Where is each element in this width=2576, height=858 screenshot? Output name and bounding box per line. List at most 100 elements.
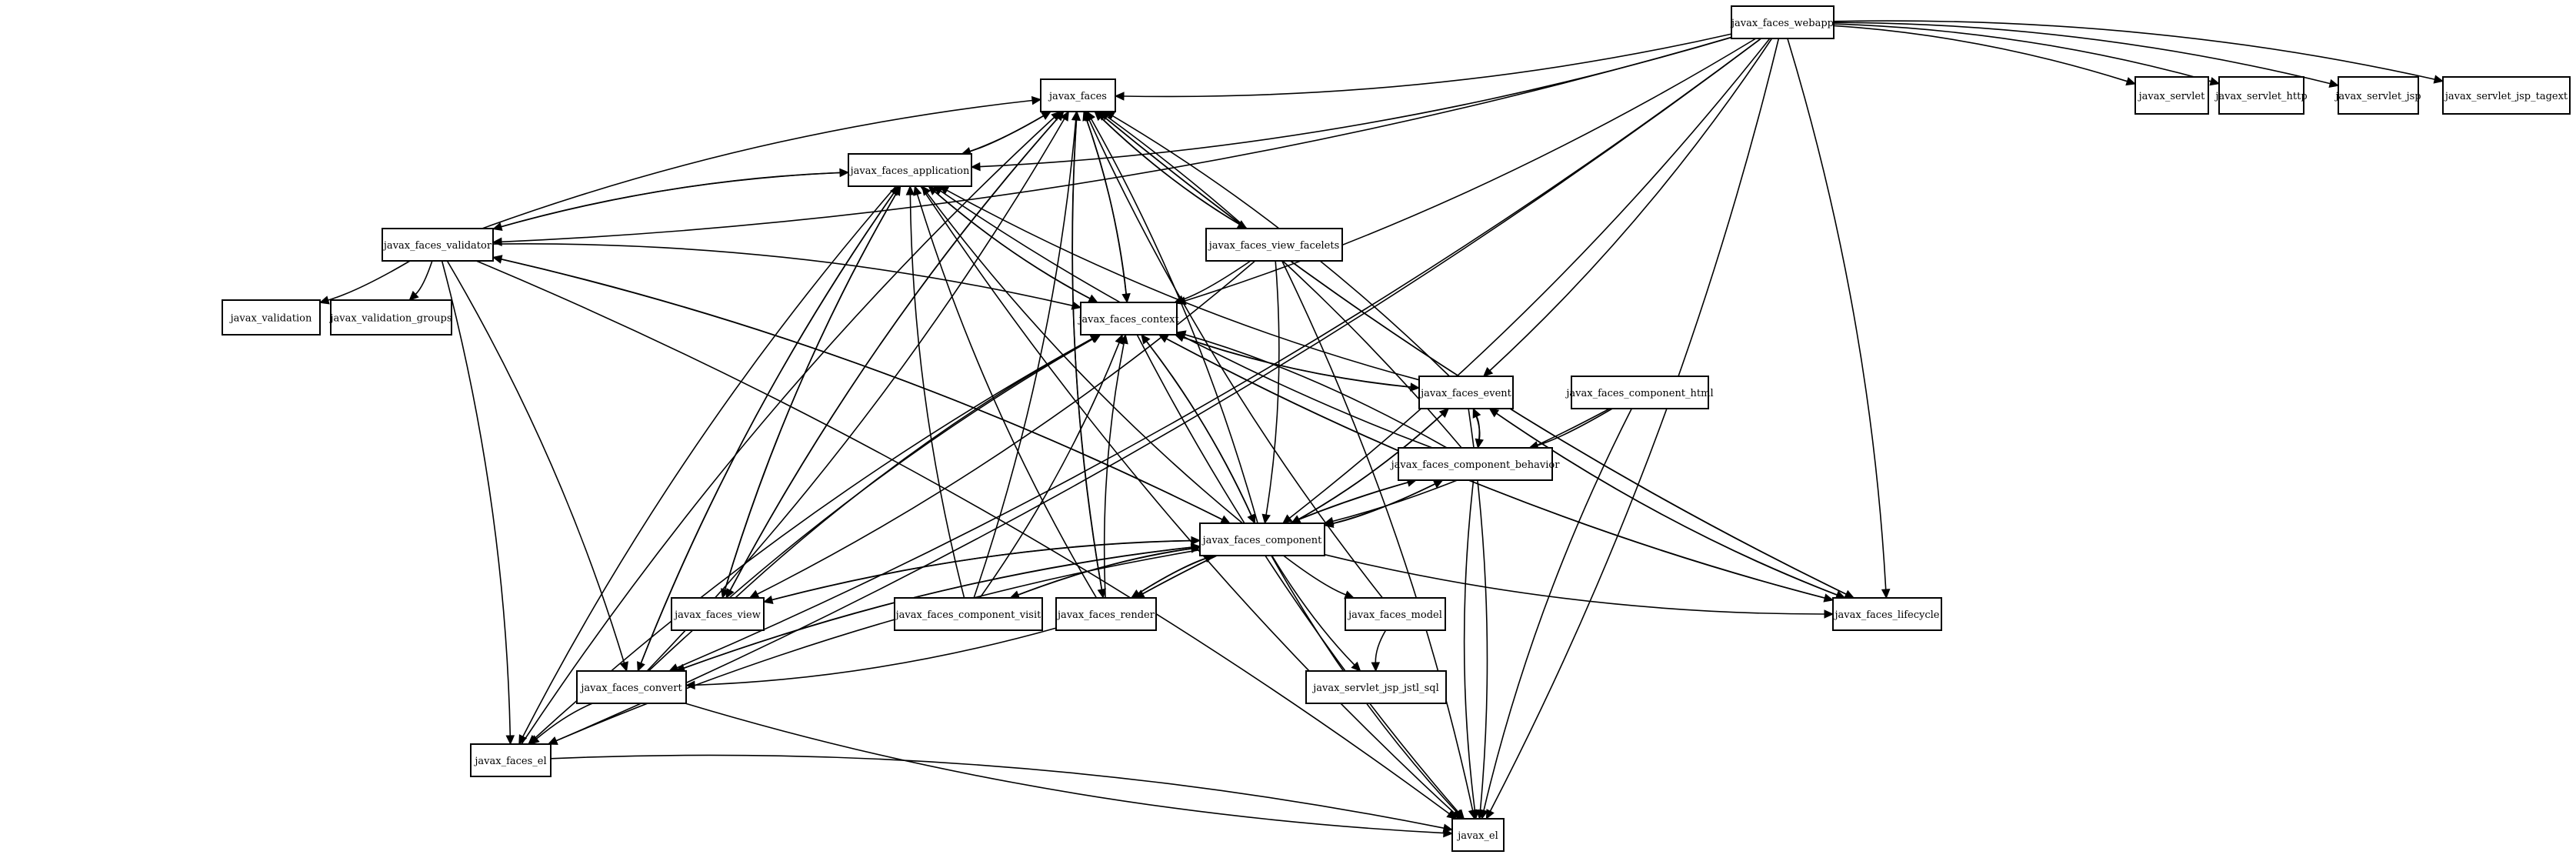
edge-webapp-to-servlet [1833, 25, 2137, 86]
node-webapp: javax_faces_webapp [1730, 5, 1835, 39]
edge-line [928, 185, 1091, 299]
node-label: javax_validation [229, 313, 312, 325]
edge-line [946, 189, 1420, 381]
node-box [848, 153, 972, 187]
node-validation: javax_validation [222, 299, 321, 336]
edge-line [536, 703, 593, 739]
edge-line [1283, 555, 1346, 596]
edge-validator-to-faces [482, 95, 1042, 229]
edge-component-to-render [1130, 555, 1215, 599]
edge-component_visit-to-context [979, 333, 1124, 599]
node-label: javax_servlet_jsp_jstl_sql [1311, 683, 1438, 694]
edge-component_visit-to-application [905, 185, 965, 599]
edge-line [415, 260, 433, 295]
edge-line [1123, 33, 1732, 98]
edge-line [763, 539, 1192, 603]
edge-validator-to-validation_groups [408, 260, 433, 301]
edge-line [640, 185, 899, 664]
edge-line [1071, 111, 1103, 590]
arrowhead-icon [1371, 662, 1381, 673]
edge-line [475, 260, 1450, 815]
edge-application-to-el [920, 185, 1461, 820]
arrowhead-icon [408, 290, 419, 301]
edge-convert-to-faces [646, 110, 1069, 672]
arrowhead-icon [2125, 77, 2137, 86]
edge-line [1489, 38, 1773, 372]
edge-component-to-servlet_jsp_jstl_sql [1271, 555, 1361, 672]
arrowhead-icon [1051, 111, 1061, 122]
edge-line [979, 342, 1120, 599]
node-box [1832, 597, 1942, 631]
edge-faces-to-context [1083, 111, 1131, 304]
edge-webapp-to-event [1482, 38, 1773, 377]
edge-line [1463, 479, 1476, 811]
edge-application-to-validator [492, 172, 849, 232]
edge-webapp-to-convert [668, 38, 1761, 672]
arrowhead-icon [1470, 809, 1480, 820]
edge-line [1146, 341, 1256, 524]
edge-line [676, 38, 1761, 669]
arrowhead-icon [748, 589, 760, 599]
node-box [1398, 447, 1553, 481]
node-label: javax_servlet [2138, 91, 2205, 102]
node-label: javax_faces_view [673, 609, 761, 621]
arrowhead-icon [932, 185, 944, 195]
arrowhead-icon [1485, 809, 1495, 820]
node-servlet-jsp-jstl-sql: javax_servlet_jsp_jstl_sql [1305, 670, 1447, 704]
edge-component-to-context [1141, 334, 1256, 524]
edge-line [1489, 38, 1780, 812]
edge-line [1185, 334, 1448, 449]
edge-line [1537, 408, 1613, 446]
node-label: javax_faces_validator [382, 240, 492, 252]
edge-component_behavior-to-application [932, 185, 1433, 449]
edge-line [521, 116, 1055, 745]
node-servlet-http: javax_servlet_http [2214, 76, 2308, 115]
arrowhead-icon [1041, 111, 1052, 120]
edge-line [1833, 23, 2211, 82]
node-context: javax_faces_context [1077, 302, 1179, 336]
edge-application-to-view [720, 185, 901, 599]
edge-line [1472, 408, 1481, 440]
node-component-visit: javax_faces_component_visit [894, 597, 1043, 631]
edge-render-to-component [1131, 554, 1215, 599]
edge-view_facelets-to-component [1261, 260, 1280, 525]
node-event: javax_faces_event [1418, 376, 1514, 409]
edge-component_behavior-to-el [1463, 479, 1480, 820]
node-label: javax_faces_component_behavior [1390, 459, 1561, 471]
node-box [1731, 5, 1835, 39]
edge-view_facelets-to-view [748, 260, 1256, 599]
edge-line [1138, 555, 1215, 594]
node-component-html: javax_faces_component_html [1565, 376, 1714, 409]
edge-line [1483, 408, 1633, 811]
edge-line [1083, 111, 1127, 295]
edge-line [1489, 408, 1838, 596]
edge-component-to-model [1283, 555, 1355, 599]
edge-line [1097, 111, 1847, 595]
edge-line [1271, 555, 1355, 666]
edge-view-to-context [735, 334, 1101, 599]
node-box [330, 299, 452, 336]
edge-line [1291, 413, 1443, 524]
edge-convert-to-el [685, 703, 1454, 838]
arrowhead-icon [685, 680, 695, 690]
node-box [1205, 228, 1343, 262]
arrowhead-icon [1097, 588, 1106, 599]
node-label: javax_faces_render [1056, 609, 1155, 621]
edge-line [555, 549, 1201, 742]
arrowhead-icon [619, 661, 628, 673]
edge-validator-to-faces_el [441, 260, 515, 746]
node-application: javax_faces_application [848, 153, 972, 187]
edge-line [1088, 119, 1384, 599]
edge-line [501, 172, 849, 228]
edge-component-to-lifecycle [1324, 553, 1835, 619]
arrowhead-icon [1119, 333, 1128, 345]
edge-model-to-servlet_jsp_jstl_sql [1371, 629, 1387, 673]
edge-convert-to-faces_el [529, 703, 593, 745]
arrowhead-icon [1844, 589, 1855, 599]
arrowhead-icon [492, 255, 503, 264]
edge-webapp-to-servlet_jsp [1833, 22, 2340, 88]
edge-webapp-to-el [1485, 38, 1780, 820]
arrowhead-icon [1881, 589, 1891, 599]
edge-line [1324, 553, 1825, 615]
